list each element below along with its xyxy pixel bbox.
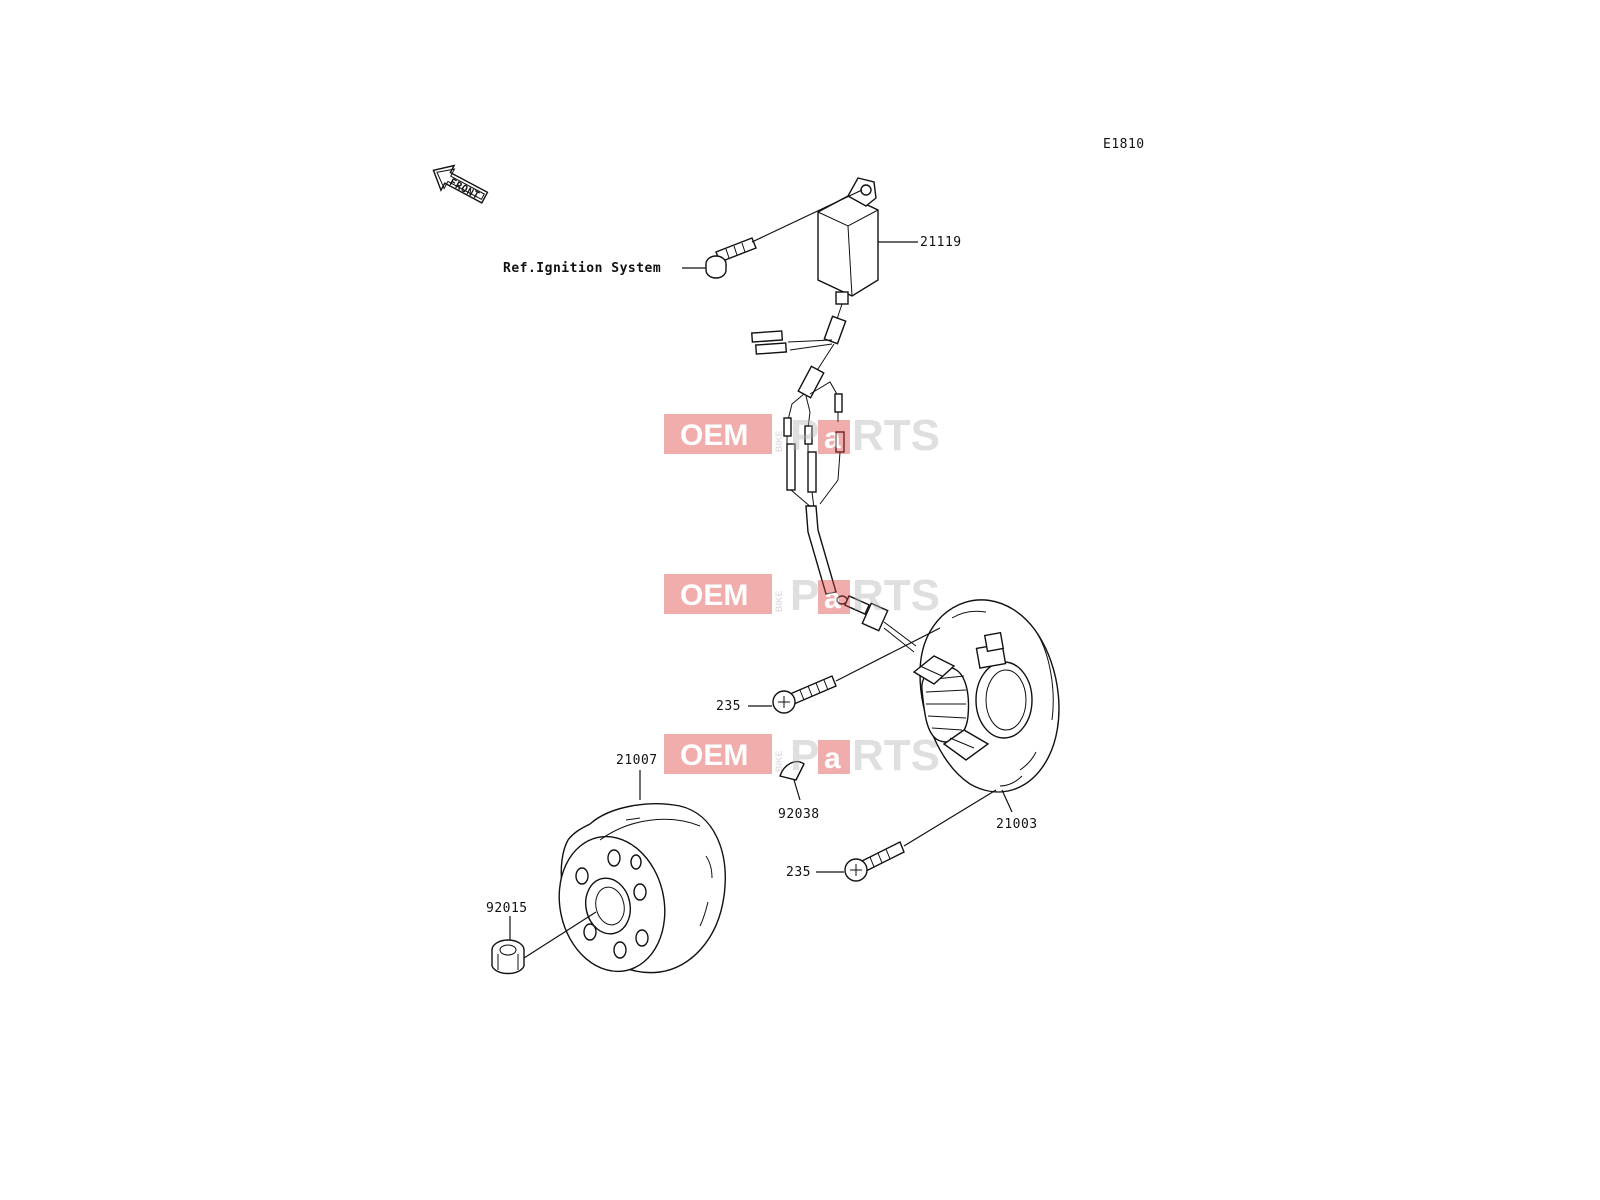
callout-21003: 21003 [996, 817, 1038, 832]
front-arrow-icon: FRONT [432, 164, 489, 204]
callout-92015: 92015 [486, 901, 528, 916]
svg-text:RTS: RTS [852, 411, 940, 460]
svg-text:RTS: RTS [852, 731, 940, 780]
stator-drawing [912, 599, 1060, 793]
ref-bolt-leader [751, 189, 863, 243]
watermark-logo-1: OEM BIKE P a RTS [664, 411, 940, 460]
callout-leader-92038 [793, 779, 801, 801]
callout-235-upper: 235 [716, 699, 741, 714]
svg-text:BIKE: BIKE [774, 590, 784, 612]
svg-text:a: a [824, 742, 841, 775]
svg-text:RTS: RTS [852, 571, 940, 620]
callout-21007: 21007 [616, 753, 658, 768]
svg-text:OEM: OEM [680, 419, 748, 452]
svg-text:P: P [790, 731, 819, 780]
callout-21119: 21119 [920, 235, 962, 250]
svg-text:P: P [790, 571, 819, 620]
watermark-logo-2: OEM BIKE P a RTS [664, 571, 940, 620]
callout-92038: 92038 [778, 807, 820, 822]
stator-screw-upper-drawing [772, 675, 837, 714]
screw-upper-guide [835, 627, 941, 682]
svg-text:P: P [790, 411, 819, 460]
svg-text:BIKE: BIKE [774, 430, 784, 452]
svg-text:BIKE: BIKE [774, 750, 784, 772]
nut-guide [523, 911, 597, 959]
flywheel-nut-drawing [491, 939, 525, 975]
svg-text:OEM: OEM [680, 579, 748, 612]
diagram-code: E1810 [1103, 137, 1145, 152]
callout-235-lower: 235 [786, 865, 811, 880]
callout-leader-21003 [1001, 789, 1013, 813]
svg-text:OEM: OEM [680, 739, 748, 772]
woodruff-key-drawing [779, 760, 805, 781]
ref-bolt-drawing [705, 237, 757, 279]
ref-ignition-label: Ref.Ignition System [503, 261, 661, 276]
svg-text:a: a [824, 582, 841, 615]
watermark-logo-3: OEM BIKE P a RTS [664, 731, 940, 780]
cdi-unit-drawing [817, 177, 879, 305]
flywheel-drawing [558, 803, 726, 974]
wiring-harness-drawing [751, 303, 917, 653]
stator-screw-lower-drawing [844, 841, 905, 882]
svg-text:a: a [824, 422, 841, 455]
screw-lower-guide [903, 789, 997, 847]
